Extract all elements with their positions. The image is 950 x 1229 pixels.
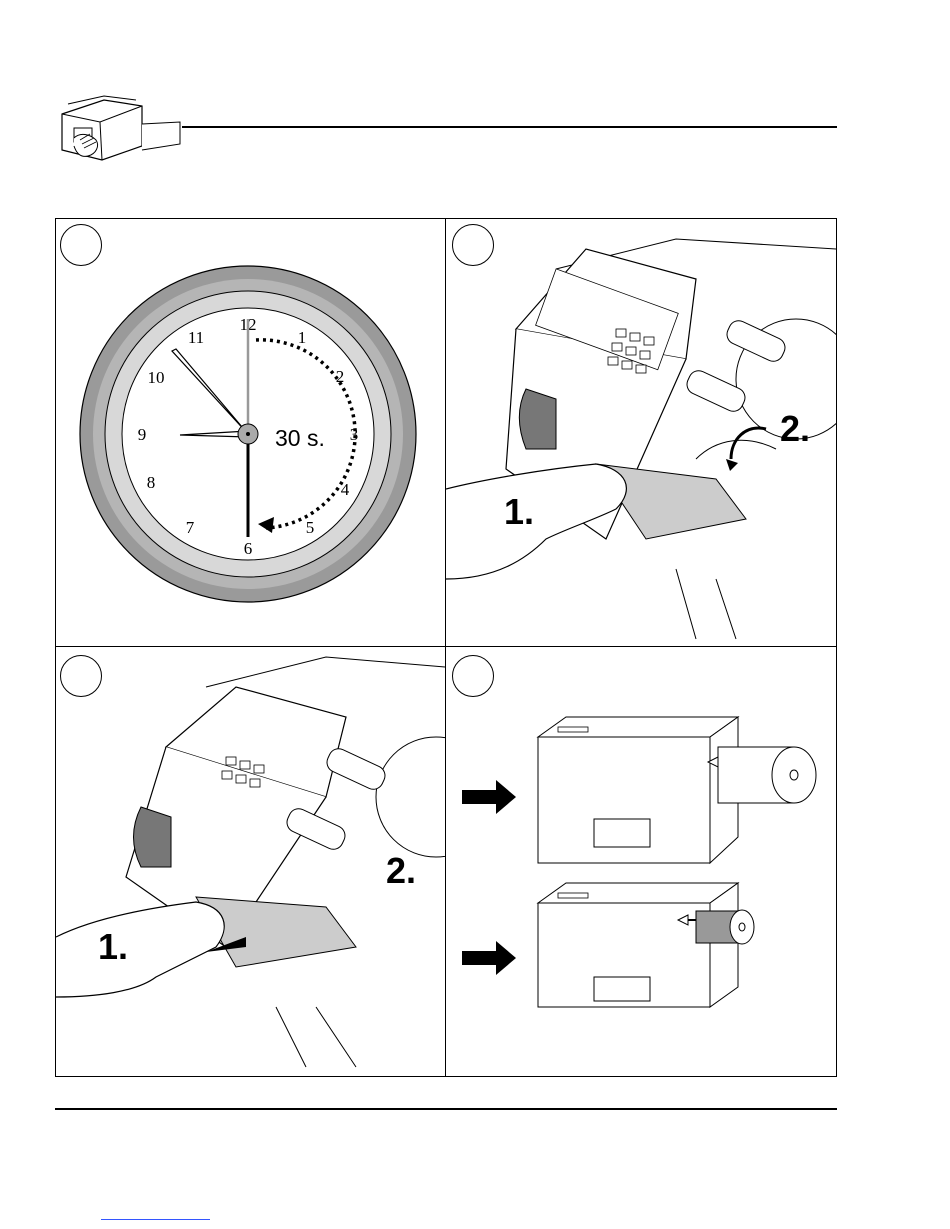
clock-illustration: 12 1 2 3 4 5 6 7 8 9 10 11 30 s.: [56, 219, 445, 646]
printer-illustration-step-3: 1. 2.: [56, 647, 445, 1076]
clock-duration-label: 30 s.: [275, 425, 325, 451]
clock-numeral-7: 7: [186, 518, 195, 537]
right-arrow-icon: [462, 780, 516, 814]
clock-numeral-10: 10: [148, 368, 165, 387]
step-2-label-1: 1.: [504, 491, 534, 532]
clock-numeral-5: 5: [306, 518, 315, 537]
footer-link-underline: [101, 1219, 210, 1220]
printer-hand-icon: [52, 94, 182, 166]
header-rule: [182, 126, 837, 128]
step-3-label-1: 1.: [98, 926, 128, 967]
right-arrow-icon: [462, 941, 516, 975]
clock-numeral-4: 4: [341, 480, 350, 499]
clock-numeral-3: 3: [350, 425, 359, 444]
clock-numeral-2: 2: [336, 367, 345, 386]
step-3-label-2: 2.: [386, 850, 416, 891]
media-roll-illustration: [446, 647, 836, 1076]
step-2-label-2: 2.: [780, 408, 810, 449]
clock-numeral-11: 11: [188, 328, 204, 347]
clock-numeral-6: 6: [244, 539, 253, 558]
printer-illustration-step-2: 1. 2.: [446, 219, 836, 646]
clock-numeral-1: 1: [298, 328, 307, 347]
footer-rule: [55, 1108, 837, 1110]
clock-numeral-8: 8: [147, 473, 156, 492]
clock-numeral-9: 9: [138, 425, 147, 444]
